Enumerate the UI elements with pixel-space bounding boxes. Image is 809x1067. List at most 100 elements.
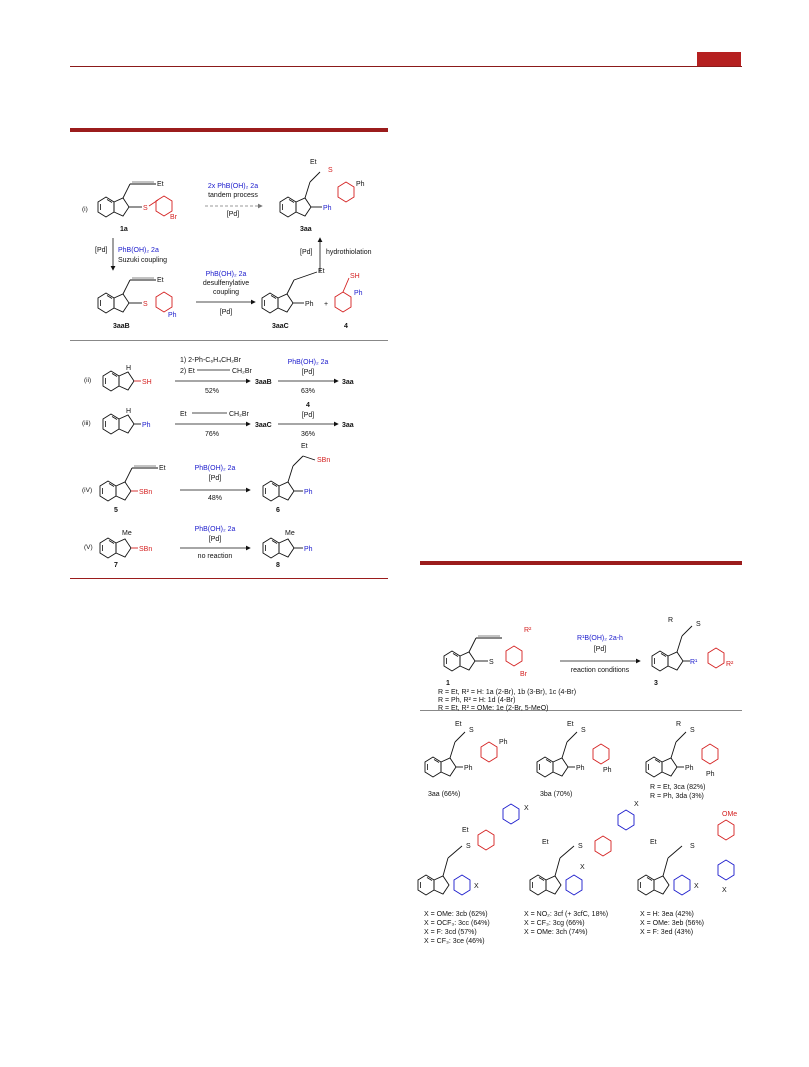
bromo-label: Br bbox=[520, 671, 528, 678]
ethyl-label: Et bbox=[455, 721, 462, 728]
ethyl-label: Et bbox=[301, 443, 308, 450]
phenyl-label: Ph bbox=[305, 301, 314, 308]
row4-cond: [Pd] bbox=[209, 475, 222, 482]
sulfur-label: S bbox=[696, 621, 701, 628]
label-3aa: 3aa bbox=[300, 226, 312, 233]
col1-line4: X = CF₃: 3ce (46%) bbox=[424, 938, 485, 945]
compound-3aaC: Ph Et bbox=[261, 268, 325, 314]
compound-3aaB: Et S Ph bbox=[97, 277, 177, 319]
label-1: 1 bbox=[446, 680, 450, 687]
row2-step1: 1) 2-Ph-C₆H₄CH₂Br bbox=[180, 357, 242, 364]
nh-label: H bbox=[126, 408, 131, 415]
row-label-iv: (iV) bbox=[82, 487, 92, 494]
row-label-iii: (iii) bbox=[82, 420, 91, 427]
row2-reagent2: PhB(OH)₂ 2a bbox=[288, 359, 329, 366]
compound-6: Ph Et SBn bbox=[262, 443, 330, 502]
r-label: R bbox=[668, 617, 673, 624]
scheme1-bottom-rule bbox=[70, 578, 388, 579]
col1-line3: X = F: 3cd (57%) bbox=[424, 929, 477, 936]
label-3aaB: 3aaB bbox=[113, 323, 130, 330]
compound-3aa: Ph Et S Ph bbox=[279, 159, 365, 218]
ethyl-label: Et bbox=[567, 721, 574, 728]
scheme2-reagent: R¹B(OH)₂ 2a-h bbox=[577, 635, 623, 642]
ethyl-label: Et bbox=[318, 268, 325, 275]
label-4: 4 bbox=[344, 323, 348, 330]
product-series-3cb: X Et S X bbox=[417, 803, 529, 896]
compound-1a: Et S Br bbox=[97, 181, 178, 221]
phenyl-label: Ph bbox=[499, 739, 508, 746]
methyl-label: Me bbox=[285, 530, 295, 537]
plus-sign: + bbox=[324, 301, 328, 308]
label-1a: 1a bbox=[120, 226, 128, 233]
phenyl-label: Ph bbox=[142, 422, 151, 429]
col3-line1: X = H: 3ea (42%) bbox=[640, 911, 694, 918]
header-rule bbox=[70, 66, 742, 67]
row2-yield1: 52% bbox=[205, 388, 219, 395]
x-substituent-label: X bbox=[722, 887, 727, 894]
thiol-benzimidazole: H SH bbox=[102, 365, 152, 392]
nh-label: H bbox=[126, 365, 131, 372]
phenyl-label: Ph bbox=[576, 765, 585, 772]
col3-line3: X = F: 3ed (43%) bbox=[640, 929, 693, 936]
product-3ca-name: R = Et, 3ca (82%) bbox=[650, 784, 705, 791]
product-3ca: Ph R S Ph bbox=[645, 721, 719, 778]
row2-cond2: [Pd] bbox=[302, 369, 315, 376]
ethyl-label: Et bbox=[159, 465, 166, 472]
col1-line1: X = OMe: 3cb (62%) bbox=[424, 911, 488, 918]
r1-label: R¹ bbox=[690, 659, 698, 666]
methyl-label: Me bbox=[122, 530, 132, 537]
tandem-cond: [Pd] bbox=[227, 211, 240, 218]
row2-step2a: 2) Et bbox=[180, 368, 195, 375]
row-label-v: (V) bbox=[84, 544, 93, 551]
scheme2-divider bbox=[420, 710, 742, 711]
row3-mid: 3aaC bbox=[255, 422, 272, 429]
x-substituent-label: X bbox=[524, 805, 529, 812]
row2-mid: 3aaB bbox=[255, 379, 272, 386]
ethyl-label: Et bbox=[157, 277, 164, 284]
phenyl-label: Ph bbox=[603, 767, 612, 774]
row-label-i: (i) bbox=[82, 206, 88, 213]
scheme2-note: reaction conditions bbox=[571, 667, 630, 674]
row5-cond: [Pd] bbox=[209, 536, 222, 543]
sulfur-label: S bbox=[690, 843, 695, 850]
header-tab bbox=[697, 52, 741, 66]
thiol-label: SH bbox=[350, 273, 360, 280]
r-label: R bbox=[676, 721, 681, 728]
row3-reagent2: 4 bbox=[306, 402, 310, 409]
compound-5: Et SBn bbox=[99, 465, 166, 502]
sbn-label: SBn bbox=[317, 457, 330, 464]
x-substituent-label: X bbox=[474, 883, 479, 890]
ethyl-label: Et bbox=[462, 827, 469, 834]
row2-yield2: 63% bbox=[301, 388, 315, 395]
row3-cond2: [Pd] bbox=[302, 412, 315, 419]
col3-line2: X = OMe: 3eb (56%) bbox=[640, 920, 704, 927]
sulfur-label: S bbox=[690, 727, 695, 734]
scheme2-cond: [Pd] bbox=[594, 646, 607, 653]
x-substituent-label: X bbox=[634, 801, 639, 808]
scheme1-top-bar bbox=[70, 128, 388, 132]
label-8: 8 bbox=[276, 562, 280, 569]
ethyl-label: Et bbox=[542, 839, 549, 846]
row3-yield2: 36% bbox=[301, 431, 315, 438]
tandem-reagent: 2x PhB(OH)₂ 2a bbox=[208, 183, 258, 190]
condition-line-2: R = Ph, R² = H: 1d (4-Br) bbox=[438, 697, 515, 704]
x-substituent-label: X bbox=[580, 864, 585, 871]
label-3aaC: 3aaC bbox=[272, 323, 289, 330]
condition-line-3: R = Et, R² = OMe: 1e (2-Br, 5-MeO) bbox=[438, 705, 548, 712]
compound-7: Me SBn bbox=[99, 530, 152, 559]
hydro-text: hydrothiolation bbox=[326, 249, 372, 256]
label-3: 3 bbox=[654, 680, 658, 687]
row4-yield: 48% bbox=[208, 495, 222, 502]
compound-4: SH Ph bbox=[334, 273, 363, 313]
label-7: 7 bbox=[114, 562, 118, 569]
suzuki-text: Suzuki coupling bbox=[118, 257, 167, 264]
product-3aa-name: 3aa (66%) bbox=[428, 791, 460, 798]
product-3aa: Ph Et S Ph bbox=[424, 721, 508, 778]
sbn-label: SBn bbox=[139, 546, 152, 553]
row2-end: 3aa bbox=[342, 379, 354, 386]
product-3da-name: R = Ph, 3da (3%) bbox=[650, 793, 704, 800]
sulfur-label: S bbox=[469, 727, 474, 734]
bromo-label: Br bbox=[170, 214, 178, 221]
sulfur-label: S bbox=[489, 659, 494, 666]
row5-reagent: PhB(OH)₂ 2a bbox=[195, 526, 236, 533]
